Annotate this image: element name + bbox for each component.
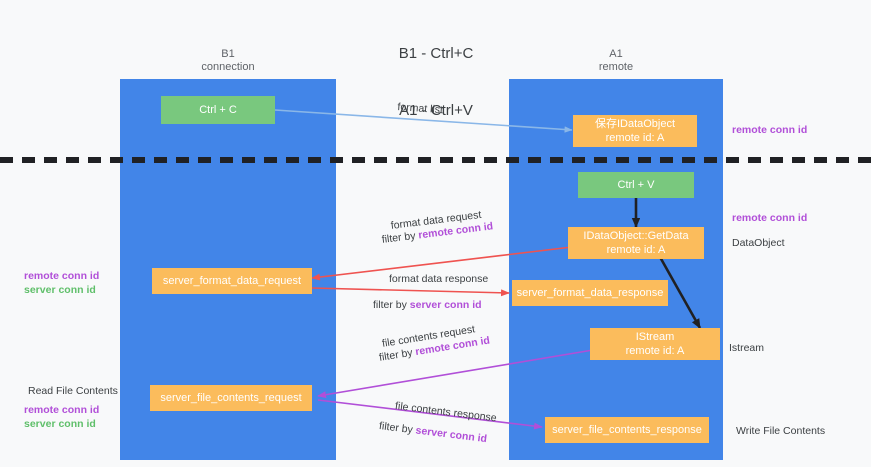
filter-prefix: filter by <box>373 299 410 311</box>
filter-prefix: filter by <box>381 229 420 246</box>
annotation-text: Istream <box>729 342 765 354</box>
box-server-format-data-response-label: server_format_data_response <box>516 287 664 299</box>
annotation-text: remote conn id <box>24 404 100 416</box>
box-istream[interactable]: IStream remote id: A <box>590 328 720 360</box>
box-server-file-contents-request[interactable]: server_file_contents_request <box>150 385 312 411</box>
annotation-text: remote conn id <box>732 212 808 224</box>
edge-label-file-contents-response-filter: filter by server conn id <box>378 419 487 446</box>
box-ctrl-v-label: Ctrl + V <box>617 179 655 191</box>
box-server-file-contents-response[interactable]: server_file_contents_response <box>545 417 709 443</box>
box-server-format-data-request[interactable]: server_format_data_request <box>152 268 312 294</box>
filter-key-server-conn-id: server conn id <box>414 424 488 446</box>
annotation-text: remote conn id <box>24 270 100 282</box>
annotation-text: DataObject <box>732 237 785 249</box>
column-header-b1-name: B1 <box>221 48 235 60</box>
annotation-right-istream: Istream <box>729 341 764 355</box>
column-header-b1-role: connection <box>201 61 255 73</box>
annotation-left-remote-conn-id-bottom: remote conn id <box>24 403 99 417</box>
edge-label-format-data-response-text: format data response <box>389 273 489 285</box>
column-header-a1-name: A1 <box>609 48 623 60</box>
box-istream-line2: remote id: A <box>625 345 685 357</box>
annotation-text: Write File Contents <box>736 425 826 437</box>
edge-label-format-data-response: format data response <box>389 272 488 286</box>
box-server-file-contents-response-label: server_file_contents_response <box>552 424 702 436</box>
column-header-b1: B1 connection <box>148 48 308 74</box>
annotation-text: server conn id <box>24 418 96 430</box>
box-server-file-contents-request-label: server_file_contents_request <box>160 392 302 404</box>
annotation-left-server-conn-id-bottom: server conn id <box>24 417 96 431</box>
column-header-a1-role: remote <box>598 61 634 73</box>
edge-label-file-contents-response: file contents response <box>394 399 497 425</box>
box-server-format-data-response[interactable]: server_format_data_response <box>512 280 668 306</box>
page-title-line1: B1 - Ctrl+C <box>398 45 474 62</box>
box-save-idataobject-line1: 保存IDataObject <box>594 118 676 130</box>
annotation-right-remote-conn-id-mid: remote conn id <box>732 211 807 225</box>
page-title: B1 - Ctrl+C A1 - Ctrl+V <box>336 6 536 158</box>
box-idataobject-getdata-line1: IDataObject::GetData <box>583 230 689 242</box>
filter-key-server-conn-id: server conn id <box>409 299 482 311</box>
box-idataobject-getdata-line2: remote id: A <box>606 244 666 256</box>
annotation-right-write-file-contents: Write File Contents <box>736 424 825 438</box>
box-idataobject-getdata[interactable]: IDataObject::GetData remote id: A <box>568 227 704 259</box>
filter-prefix: filter by <box>378 419 417 437</box>
annotation-text: remote conn id <box>732 124 808 136</box>
annotation-left-server-conn-id-mid: server conn id <box>24 283 96 297</box>
column-header-a1: A1 remote <box>536 48 696 74</box>
arrow-format-data-response <box>311 287 510 297</box>
box-ctrl-c-label: Ctrl + C <box>199 104 237 116</box>
annotation-right-dataobject: DataObject <box>732 236 785 250</box>
annotation-left-remote-conn-id-mid: remote conn id <box>24 269 99 283</box>
edge-label-file-contents-response-text: file contents response <box>394 399 498 425</box>
edge-label-format-list-text: format list <box>397 100 444 117</box>
edge-label-format-data-response-filter: filter by server conn id <box>373 298 482 312</box>
box-server-format-data-request-label: server_format_data_request <box>162 275 302 287</box>
annotation-right-remote-conn-id-top: remote conn id <box>732 123 807 137</box>
annotation-left-read-file-contents: Read File Contents <box>28 384 118 398</box>
box-ctrl-v[interactable]: Ctrl + V <box>578 172 694 198</box>
annotation-text: server conn id <box>24 284 96 296</box>
box-save-idataobject-line2: remote id: A <box>605 132 665 144</box>
box-istream-line1: IStream <box>635 331 675 343</box>
box-save-idataobject[interactable]: 保存IDataObject remote id: A <box>573 115 697 147</box>
box-ctrl-c[interactable]: Ctrl + C <box>161 96 275 124</box>
annotation-text: Read File Contents <box>28 385 118 397</box>
